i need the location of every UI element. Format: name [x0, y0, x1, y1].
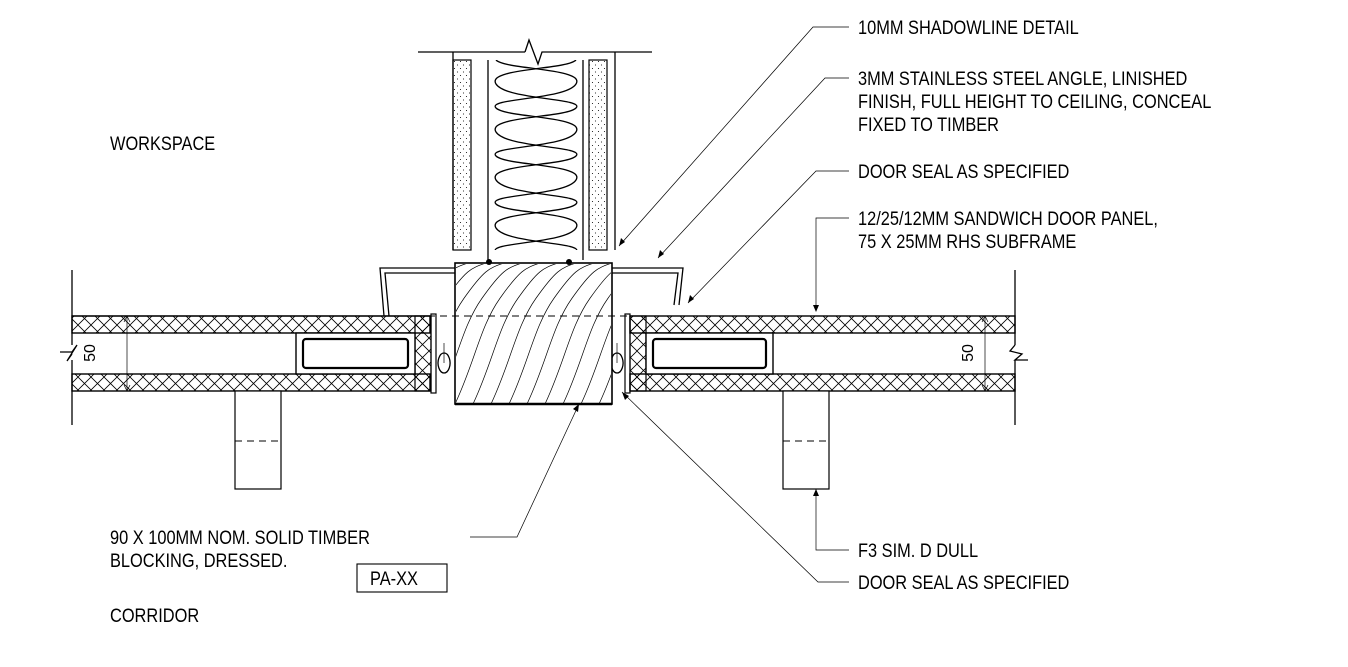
insulation-batt — [494, 60, 578, 250]
callout-angle-line-1: 3MM STAINLESS STEEL ANGLE, LINISHED — [858, 68, 1187, 90]
room-workspace: WORKSPACE — [110, 133, 215, 155]
tag-box — [356, 563, 448, 593]
callout-shadowline: 10MM SHADOWLINE DETAIL — [858, 17, 1079, 39]
stud-wall — [418, 38, 652, 260]
room-corridor: CORRIDOR — [110, 605, 199, 627]
mullion-left — [234, 390, 282, 490]
callout-angle-line-3: FIXED TO TIMBER — [858, 114, 999, 136]
callout-timber-line-1: 90 X 100MM NOM. SOLID TIMBER — [110, 527, 370, 549]
tag-label: PA-XX — [370, 568, 418, 590]
callout-door-seal-bottom: DOOR SEAL AS SPECIFIED — [858, 572, 1069, 594]
callout-timber-line-2: BLOCKING, DRESSED. — [110, 550, 287, 572]
door-seal-left-icon — [437, 352, 451, 374]
stainless-angles — [379, 267, 684, 317]
left-door-panel: 50 — [60, 270, 451, 490]
callout-door-seal-top: DOOR SEAL AS SPECIFIED — [858, 161, 1069, 183]
dim-left: 50 — [82, 344, 99, 362]
callout-door-panel-line-2: 75 X 25MM RHS SUBFRAME — [858, 231, 1076, 253]
right-door-panel: 50 — [610, 270, 1028, 490]
plasterboard-left — [452, 59, 472, 251]
callout-finish: F3 SIM. D DULL — [858, 540, 978, 562]
dim-right: 50 — [960, 344, 977, 362]
timber-blocking — [454, 259, 613, 406]
callout-angle-line-2: FINISH, FULL HEIGHT TO CEILING, CONCEAL — [858, 91, 1211, 113]
leader-lines — [470, 26, 849, 583]
mullion-right — [782, 390, 830, 490]
plasterboard-right — [588, 59, 608, 251]
callout-door-panel-line-1: 12/25/12MM SANDWICH DOOR PANEL, — [858, 208, 1158, 230]
